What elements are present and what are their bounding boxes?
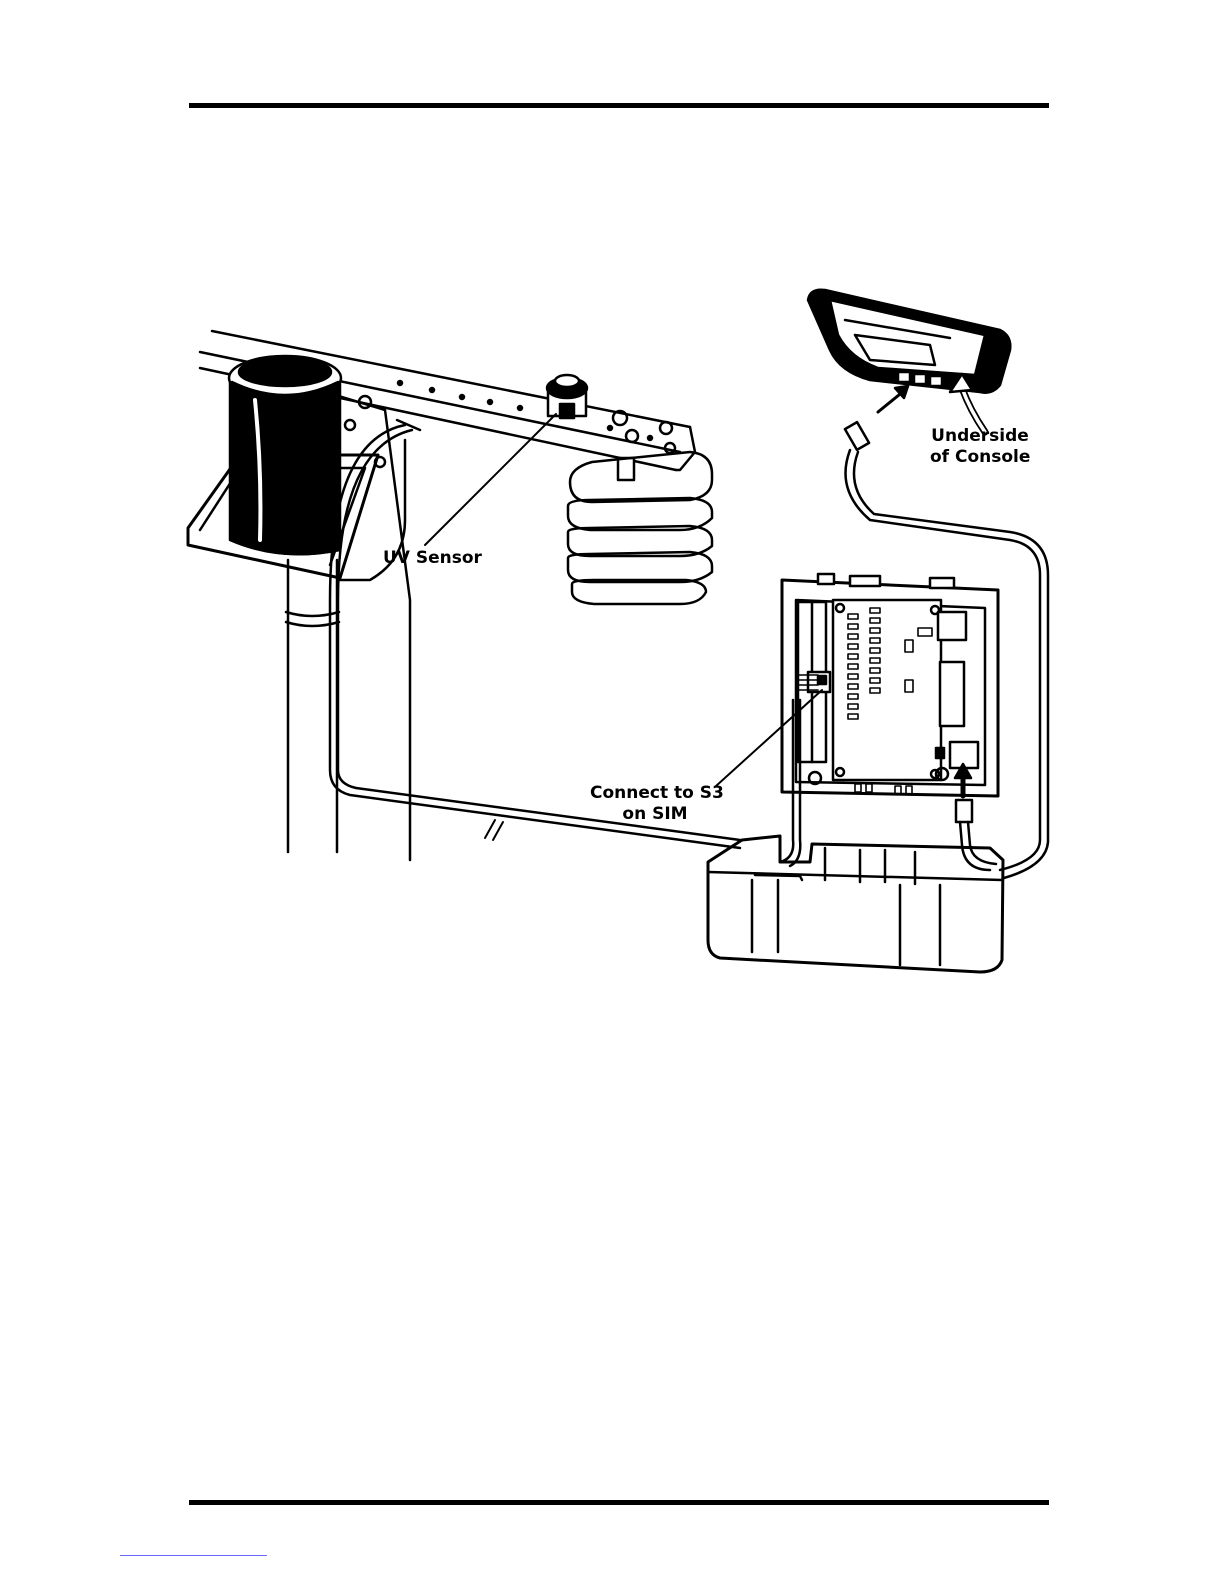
connect-label-line-1: Connect to S3 — [590, 783, 720, 803]
console-label-line-2: of Console — [930, 447, 1030, 467]
sim-enclosure — [782, 574, 998, 796]
console — [808, 290, 1010, 393]
bottom-rule — [189, 1500, 1049, 1505]
console-label-line-1: Underside — [930, 426, 1030, 446]
connect-label-line-2: on SIM — [590, 804, 720, 824]
rain-collector — [188, 356, 385, 578]
uv-sensor — [547, 375, 675, 453]
enclosure-housing — [708, 836, 1003, 972]
uv-sensor-label: UV Sensor — [383, 548, 482, 568]
radiation-shield — [568, 452, 712, 604]
footnote-rule — [120, 1555, 267, 1556]
